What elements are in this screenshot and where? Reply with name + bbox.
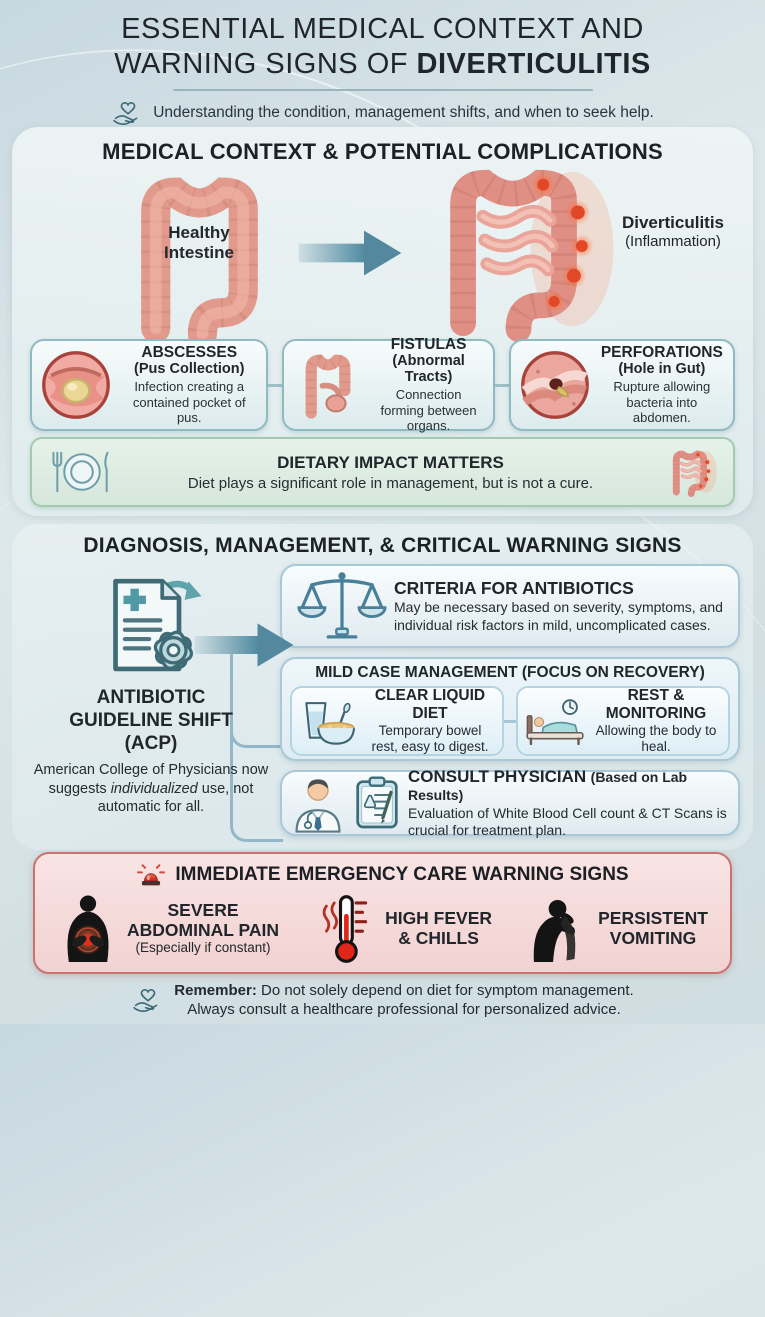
healthy-intestine-label: Healthy Intestine (134, 223, 264, 263)
hand-heart-icon (111, 97, 145, 129)
guideline-title-line2: GUIDELINE SHIFT (69, 710, 233, 731)
title-divider (172, 89, 593, 91)
section2-header: DIAGNOSIS, MANAGEMENT, & CRITICAL WARNIN… (83, 534, 682, 557)
emergency-title: ABDOMINAL PAIN (127, 920, 279, 940)
header: ESSENTIAL MEDICAL CONTEXT AND WARNING SI… (0, 12, 765, 129)
subtitle-row: Understanding the condition, management … (0, 97, 765, 129)
mild-case-management-card: MILD CASE MANAGEMENT (FOCUS ON RECOVERY)… (280, 657, 740, 761)
complication-desc: Rupture allowing bacteria into abdomen. (613, 379, 711, 426)
clear-liquid-diet-card: CLEAR LIQUID DIET Temporary bowel rest, … (290, 686, 504, 756)
emergency-title: VOMITING (609, 928, 697, 948)
guideline-desc: American College of Physicians now sugge… (33, 762, 269, 815)
complication-card-abscesses: ABSCESSES (Pus Collection) Infection cre… (30, 339, 269, 431)
complication-subtitle: (Hole in Gut) (618, 361, 706, 378)
healthy-label-line1: Healthy (168, 223, 230, 242)
complication-title: ABSCESSES (141, 344, 238, 362)
page-title: ESSENTIAL MEDICAL CONTEXT AND WARNING SI… (0, 12, 765, 82)
emergency-item-fever: HIGH FEVER & CHILLS (315, 892, 492, 964)
consult-desc: Evaluation of White Blood Cell count & C… (408, 805, 727, 838)
complication-desc: Connection forming between organs. (380, 387, 477, 434)
hand-heart-icon (131, 984, 165, 1016)
diverticulitis-label-line2: (Inflammation) (625, 233, 721, 250)
emergency-note: (Especially if constant) (135, 940, 271, 955)
plate-cutlery-icon (46, 445, 118, 499)
fever-thermometer-icon (315, 892, 377, 964)
emergency-title: SEVERE (167, 900, 239, 920)
clipboard-lab-icon (352, 775, 402, 831)
footer: Remember: Do not solely depend on diet f… (0, 981, 765, 1019)
complication-subtitle: (Pus Collection) (134, 361, 245, 378)
rest-monitoring-icon (524, 692, 586, 750)
complication-card-perforations: PERFORATIONS (Hole in Gut) Rupture allow… (508, 339, 736, 431)
mild-card-desc: Allowing the body to heal. (595, 723, 717, 754)
flow-arrow-icon (188, 618, 300, 672)
complication-subtitle: (Abnormal Tracts) (392, 353, 465, 386)
card-connector (504, 719, 516, 723)
guideline-title-line3: (ACP) (124, 733, 178, 754)
criteria-antibiotics-card: CRITERIA FOR ANTIBIOTICS May be necessar… (280, 564, 740, 648)
complications-row: ABSCESSES (Pus Collection) Infection cre… (30, 336, 736, 434)
emergency-title: HIGH FEVER (385, 908, 493, 928)
perforation-icon (519, 349, 591, 421)
complication-desc: Infection creating a contained pocket of… (132, 379, 246, 426)
card-connector (494, 383, 509, 387)
complication-title: PERFORATIONS (600, 344, 723, 362)
balance-scale-icon (296, 567, 388, 645)
transition-arrow-icon (298, 225, 402, 281)
consult-suffix: (Based on Lab Results) (408, 769, 688, 803)
clear-liquid-diet-icon (298, 692, 360, 750)
antibiotic-guideline-block: ANTIBIOTIC GUIDELINE SHIFT (ACP) America… (28, 570, 274, 817)
emergency-title: PERSISTENT (598, 908, 708, 928)
fistula-icon (292, 349, 364, 421)
footer-text: Remember: Do not solely depend on diet f… (174, 982, 634, 1018)
emergency-title: & CHILLS (398, 928, 479, 948)
subtitle-text: Understanding the condition, management … (153, 104, 654, 121)
title-line2: WARNING SIGNS OF (114, 48, 417, 80)
criteria-desc: May be necessary based on severity, symp… (394, 599, 723, 633)
emergency-item-vomiting: PERSISTENT VOMITING (528, 892, 708, 964)
diverticulitis-label-line1: Diverticulitis (621, 213, 725, 232)
guideline-title-line1: ANTIBIOTIC (96, 687, 206, 708)
emergency-warning-panel: IMMEDIATE EMERGENCY CARE WARNING SIGNS S… (33, 852, 732, 974)
mild-header: MILD CASE MANAGEMENT (FOCUS ON RECOVERY) (315, 664, 705, 681)
connector-to-consult-card (230, 645, 283, 842)
complication-title: FISTULAS (390, 336, 467, 354)
section-diagnosis-management: DIAGNOSIS, MANAGEMENT, & CRITICAL WARNIN… (12, 524, 753, 850)
siren-icon (136, 862, 166, 888)
intestine-mini-icon (663, 445, 719, 499)
criteria-title: CRITERIA FOR ANTIBIOTICS (394, 578, 634, 598)
consult-physician-card: CONSULT PHYSICIAN (Based on Lab Results)… (280, 767, 740, 838)
card-connector (268, 383, 283, 387)
doctor-icon (290, 773, 346, 833)
section1-header: MEDICAL CONTEXT & POTENTIAL COMPLICATION… (102, 139, 663, 164)
dietary-title: DIETARY IMPACT MATTERS (277, 452, 504, 472)
healthy-label-line2: Intestine (164, 243, 234, 262)
mild-card-title: CLEAR LIQUID DIET (374, 687, 486, 722)
vomiting-icon (528, 892, 590, 964)
mild-card-desc: Temporary bowel rest, easy to digest. (371, 723, 489, 754)
consult-title: CONSULT PHYSICIAN (408, 767, 587, 786)
title-keyword: DIVERTICULITIS (416, 48, 651, 80)
mild-card-title: REST & MONITORING (605, 687, 707, 722)
guideline-title: ANTIBIOTIC GUIDELINE SHIFT (ACP) (28, 686, 274, 755)
title-line1: ESSENTIAL MEDICAL CONTEXT AND (121, 13, 644, 45)
abscess-icon (40, 349, 112, 421)
emergency-header: IMMEDIATE EMERGENCY CARE WARNING SIGNS (175, 864, 629, 885)
emergency-item-abdominal-pain: SEVERE ABDOMINAL PAIN (Especially if con… (57, 892, 279, 964)
dietary-impact-banner: DIETARY IMPACT MATTERS Diet plays a sign… (30, 437, 735, 507)
dietary-desc: Diet plays a significant role in managem… (187, 474, 594, 492)
complication-card-fistulas: FISTULAS (Abnormal Tracts) Connection fo… (282, 336, 495, 434)
diverticulitis-label: Diverticulitis (Inflammation) (598, 213, 748, 250)
rest-monitoring-card: REST & MONITORING Allowing the body to h… (516, 686, 730, 756)
section-medical-context: MEDICAL CONTEXT & POTENTIAL COMPLICATION… (12, 127, 753, 516)
inflamed-intestine-illustration (410, 155, 625, 343)
abdominal-pain-icon (57, 892, 119, 964)
